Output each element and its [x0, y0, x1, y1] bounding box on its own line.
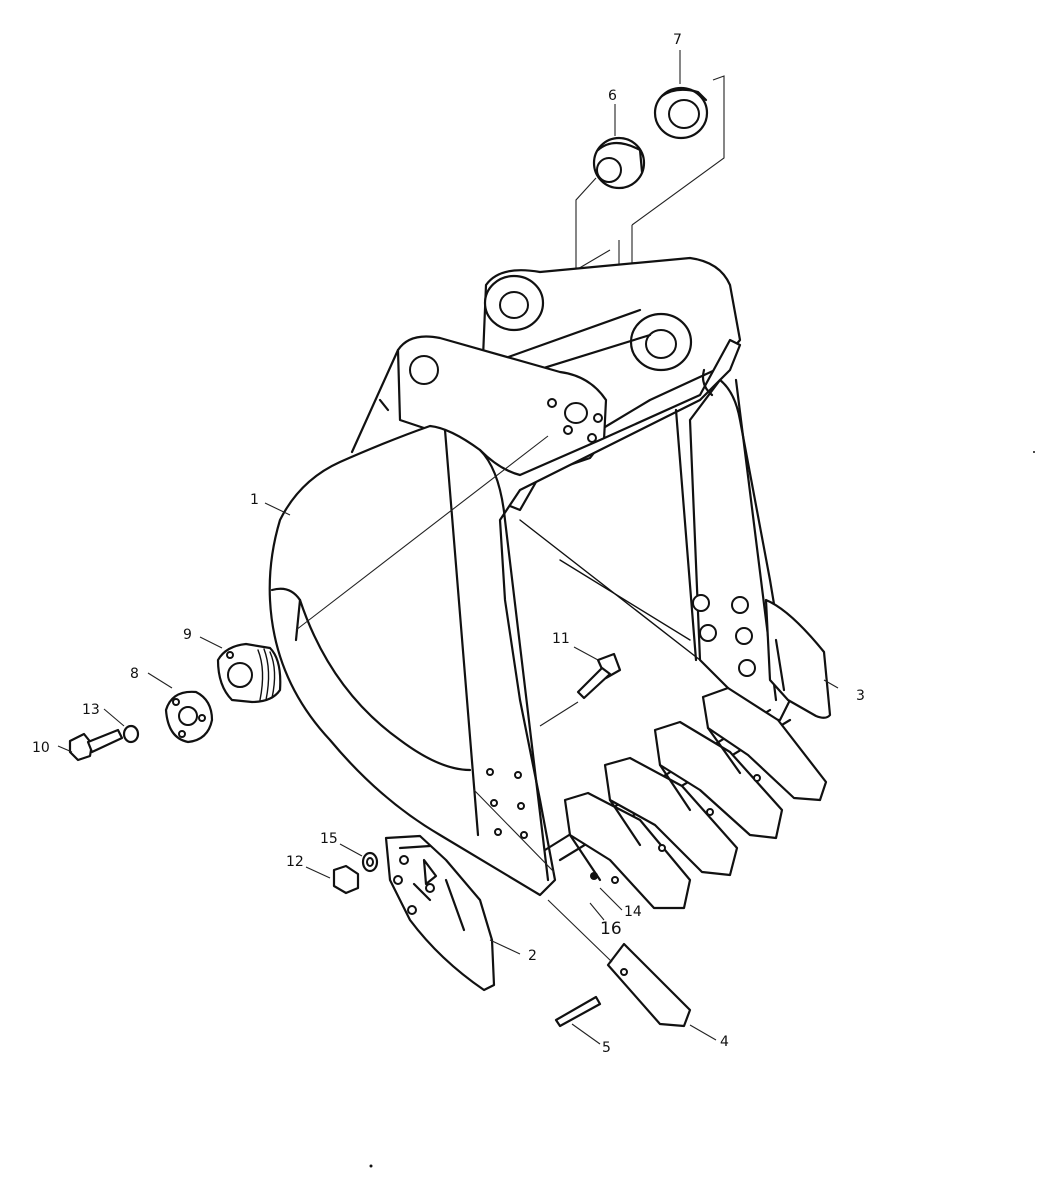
callout-8: 8: [130, 666, 139, 682]
callout-10: 10: [32, 740, 50, 756]
callout-16: 16: [600, 919, 622, 939]
hex-bolt: [68, 728, 124, 762]
callout-6: 6: [608, 88, 617, 104]
callout-11: 11: [552, 631, 570, 647]
cutter-bolt: [576, 652, 622, 700]
bucket-body: [268, 256, 792, 897]
callout-3: 3: [856, 688, 865, 704]
threaded-boss: [216, 642, 282, 704]
hex-nut: [332, 864, 360, 895]
side-cutter-left: [384, 834, 496, 992]
callout-14: 14: [624, 904, 642, 920]
callout-4: 4: [720, 1034, 729, 1050]
tooth-pin: [554, 995, 602, 1028]
callout-13: 13: [82, 702, 100, 718]
side-cutter-right: [764, 598, 832, 719]
callout-15: 15: [320, 831, 338, 847]
callout-12: 12: [286, 854, 304, 870]
callout-7: 7: [673, 32, 682, 48]
tooth-point: [606, 942, 692, 1028]
flat-washer: [361, 851, 379, 873]
callout-9: 9: [183, 627, 192, 643]
bushing-7: [653, 86, 709, 140]
leader-lines: [57, 50, 839, 1045]
scan-specks: [369, 451, 1035, 1168]
bushing-6: [592, 136, 646, 190]
lock-washer: [122, 724, 140, 744]
callout-2: 2: [528, 948, 537, 964]
callout-1: 1: [250, 492, 259, 508]
bucket-teeth: [563, 686, 828, 910]
callout-5: 5: [602, 1040, 611, 1056]
boss-washer-plate: [164, 690, 214, 744]
callouts: 7 6 1 9 8 13 10 11 3 15 12 14 16 2 4 5: [32, 32, 865, 1056]
